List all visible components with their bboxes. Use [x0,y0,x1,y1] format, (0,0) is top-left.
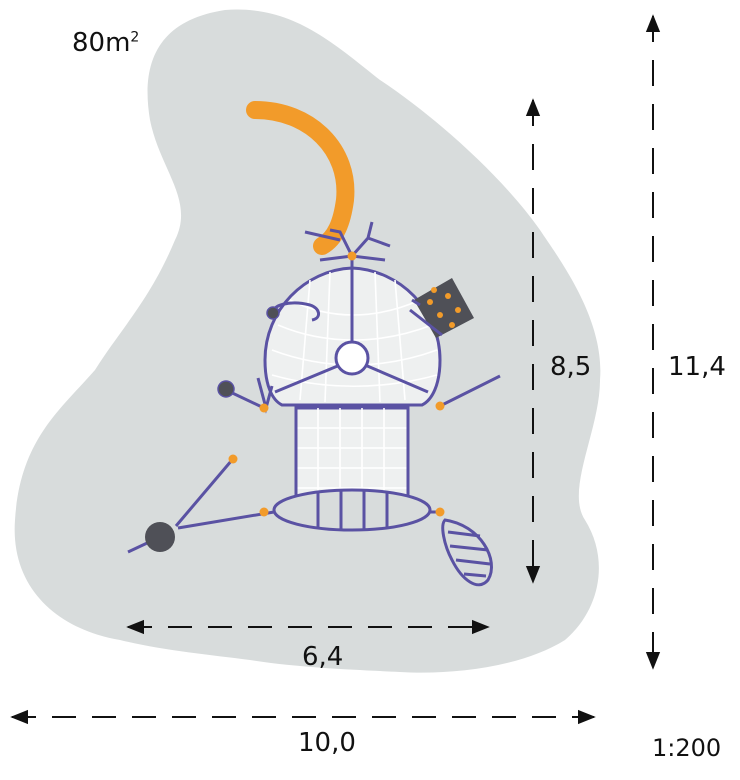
joints [228,251,445,517]
climbing-panel [409,278,474,338]
dimension-outer-width-label: 10,0 [298,728,356,758]
scale-label: 1:200 [652,734,722,762]
disc-medium [217,380,235,398]
disc-large [145,522,175,552]
base-ring [272,488,432,532]
dimension-inner-height-label: 8,5 [550,352,592,382]
dimension-outer-height-label: 11,4 [668,352,726,382]
dimension-inner-width-label: 6,4 [302,642,344,672]
dome-center-ring [334,340,370,376]
area-label: 80m2 [72,28,140,58]
disc-small [266,306,280,320]
net-pod [441,518,493,587]
slide [246,101,355,255]
tower-net [294,406,410,502]
